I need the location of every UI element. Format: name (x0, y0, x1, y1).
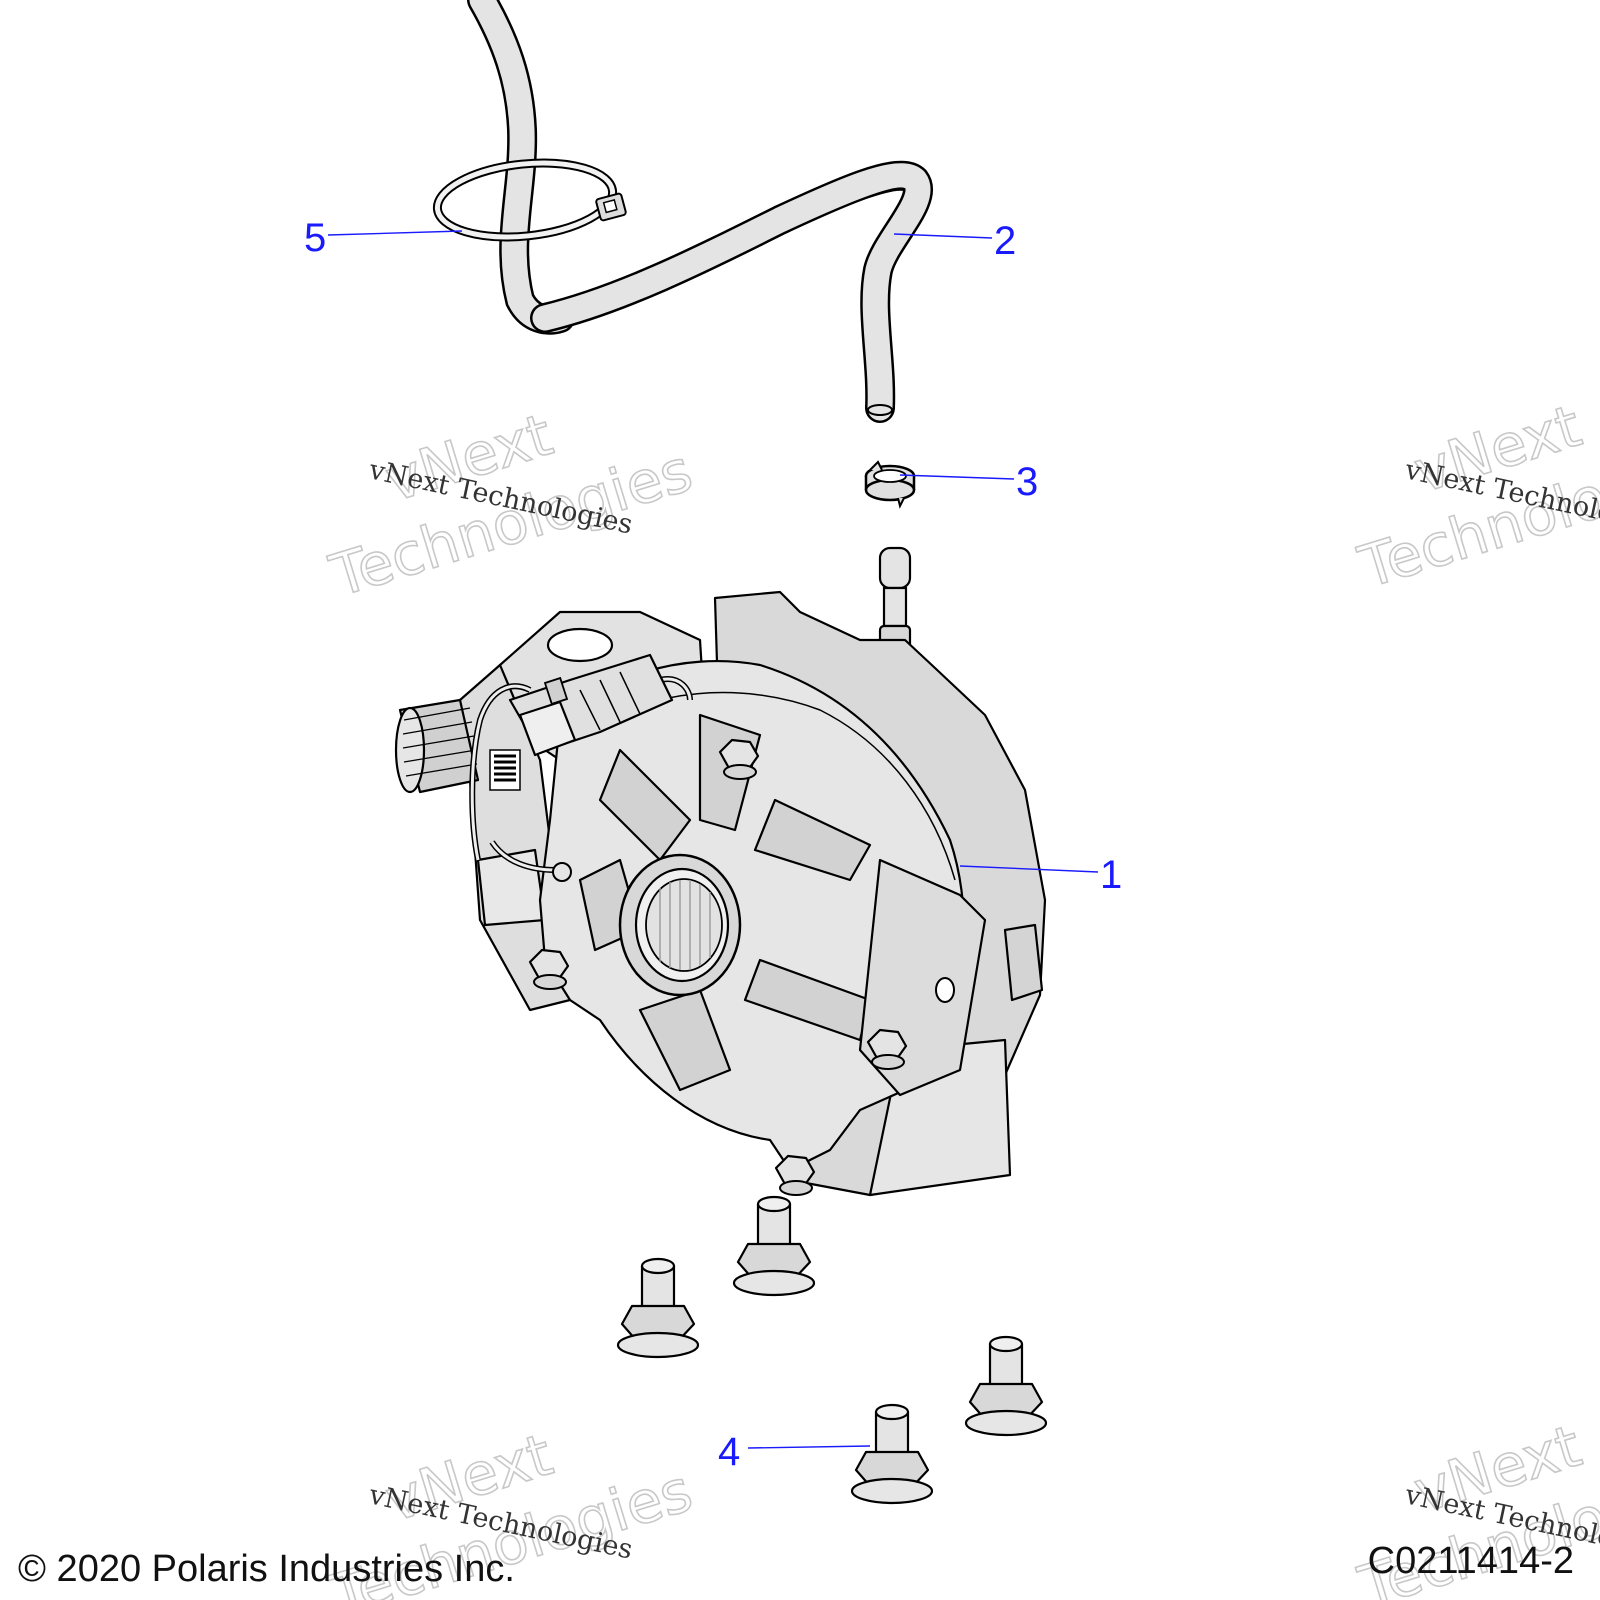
callout-number: 1 (1100, 853, 1122, 897)
part-1-gearcase (394, 546, 1047, 1197)
part-4-bolt (616, 1257, 700, 1359)
part-3-hose-clamp (864, 460, 916, 509)
callout-5[interactable]: 5 (304, 216, 463, 260)
part-4-bolt (732, 1195, 816, 1297)
callout-leader (893, 233, 993, 239)
callout-number: 5 (304, 216, 326, 260)
callout-number: 2 (994, 219, 1016, 263)
callout-leader (327, 230, 463, 236)
callout-leader (899, 474, 1015, 480)
case-bolt (866, 1028, 908, 1070)
case-bolt (528, 948, 570, 990)
copyright-notice: © 2020 Polaris Industries Inc. (18, 1548, 515, 1590)
part-4-bolt (850, 1403, 934, 1505)
diagram-code: C0211414-2 (1367, 1540, 1574, 1582)
part-2-vent-hose (530, 160, 933, 423)
case-bolt (718, 738, 760, 780)
callout-leader (959, 865, 1099, 873)
part-5-cable-tie (432, 0, 627, 335)
callout-2[interactable]: 2 (893, 219, 1016, 263)
callout-leader (747, 1445, 871, 1449)
part-4-bolt (964, 1335, 1048, 1437)
callout-3[interactable]: 3 (899, 460, 1038, 504)
callout-1[interactable]: 1 (959, 853, 1122, 897)
callout-number: 3 (1016, 460, 1038, 504)
callout-4[interactable]: 4 (718, 1430, 871, 1474)
callout-number: 4 (718, 1430, 740, 1474)
case-bolt (774, 1154, 816, 1196)
